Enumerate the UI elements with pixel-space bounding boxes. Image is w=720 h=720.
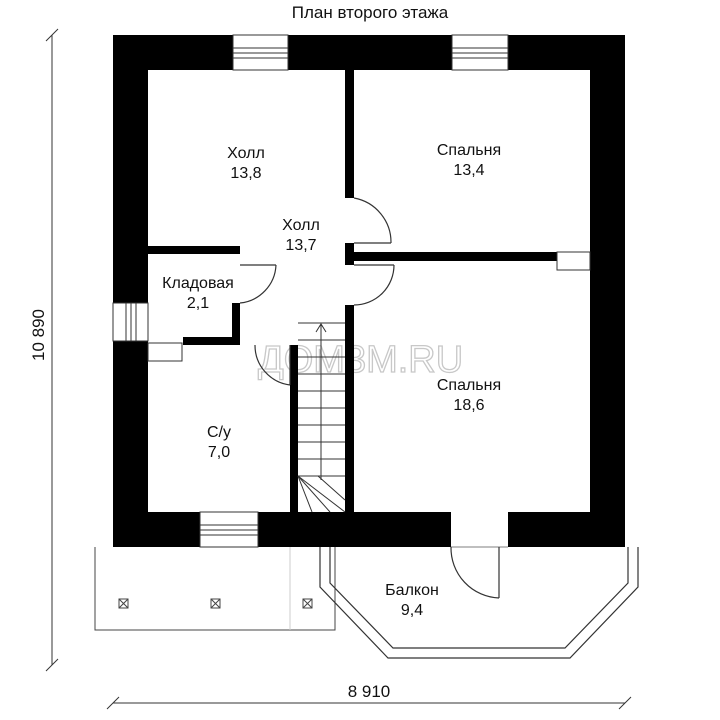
- svg-text:Кладовая: Кладовая: [162, 275, 234, 292]
- left-balcony: [94, 547, 336, 631]
- door-balcony: [450, 546, 508, 599]
- room-balcony: Балкон 9,4: [385, 582, 439, 619]
- door-bedroom-large: [353, 264, 395, 306]
- door-storage: [239, 264, 277, 304]
- plan-title: План второго этажа: [292, 3, 449, 22]
- svg-text:Спальня: Спальня: [437, 142, 501, 159]
- svg-text:Спальня: Спальня: [437, 377, 501, 394]
- door-bathroom: [254, 344, 291, 386]
- svg-text:9,4: 9,4: [401, 602, 423, 619]
- watermark: ДОМ3М.RU: [258, 339, 463, 381]
- door-hall-bedroom: [353, 197, 392, 244]
- svg-text:13,7: 13,7: [285, 237, 316, 254]
- staircase: [297, 322, 346, 513]
- room-hall-lower: Холл 13,7: [282, 217, 320, 254]
- room-bedroom-large: Спальня 18,6: [437, 377, 501, 414]
- room-hall-upper: Холл 13,8: [227, 145, 265, 182]
- svg-text:Балкон: Балкон: [385, 582, 439, 599]
- outer-walls: [113, 35, 625, 547]
- window-left-wall: [112, 302, 149, 342]
- room-bathroom: С/у 7,0: [207, 424, 231, 461]
- window-bottom: [199, 511, 259, 548]
- svg-text:13,8: 13,8: [230, 165, 261, 182]
- ventilation-duct: [556, 251, 591, 271]
- svg-text:7,0: 7,0: [208, 444, 230, 461]
- svg-text:Холл: Холл: [227, 145, 265, 162]
- svg-text:С/у: С/у: [207, 424, 231, 441]
- dimension-height-label: 10 890: [29, 309, 48, 361]
- svg-text:2,1: 2,1: [187, 295, 209, 312]
- svg-text:Холл: Холл: [282, 217, 320, 234]
- window-top-right: [451, 34, 509, 71]
- dimension-width-label: 8 910: [348, 682, 391, 701]
- room-storage: Кладовая 2,1: [162, 275, 234, 312]
- svg-text:13,4: 13,4: [453, 162, 484, 179]
- inner-walls: [148, 70, 590, 512]
- dimension-width: [106, 696, 632, 710]
- room-bedroom-small: Спальня 13,4: [437, 142, 501, 179]
- bay-balcony: [319, 547, 639, 659]
- dimension-height: [45, 28, 59, 672]
- ventilation-duct: [147, 342, 183, 362]
- svg-text:18,6: 18,6: [453, 397, 484, 414]
- window-top-left: [232, 34, 289, 71]
